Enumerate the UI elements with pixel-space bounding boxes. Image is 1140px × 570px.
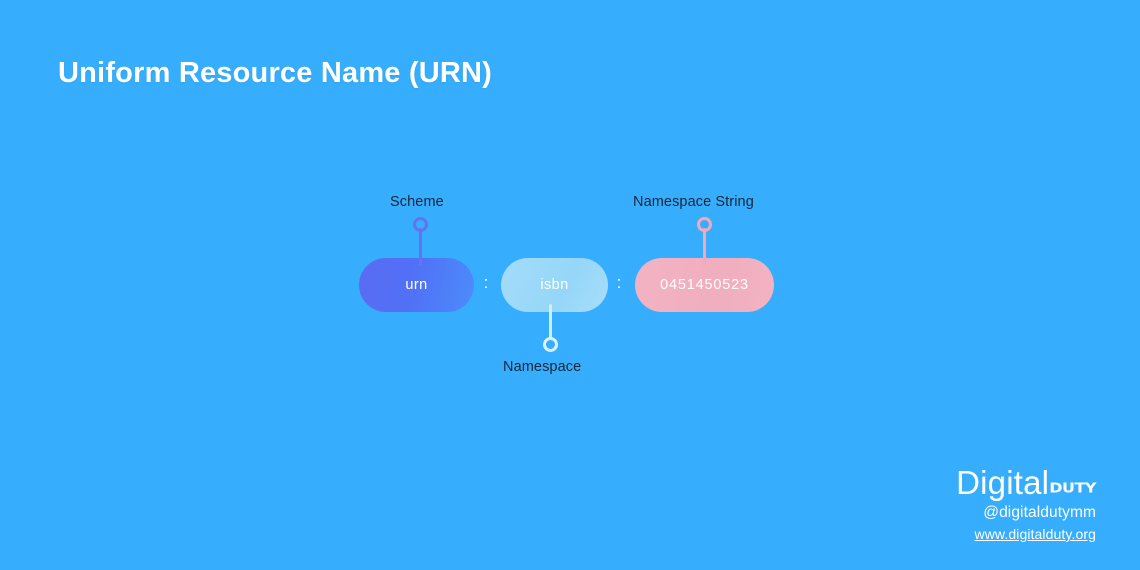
brand-social-handle: @digitaldutymm (983, 504, 1096, 522)
pill-scheme-value: urn (405, 276, 428, 293)
separator-colon-1: : (483, 273, 489, 292)
connector-namespace-string-ring-icon (697, 217, 712, 232)
label-namespace: Namespace (503, 359, 582, 375)
label-scheme: Scheme (390, 194, 444, 210)
brand-website-link[interactable]: www.digitalduty.org (974, 526, 1096, 542)
connector-scheme-line (419, 228, 422, 266)
pill-namespace[interactable]: isbn (501, 258, 608, 312)
pill-namespace-string[interactable]: 0451450523 (635, 258, 774, 312)
brand-logo-sub: DUTY (1049, 480, 1096, 497)
pill-namespace-string-value: 0451450523 (660, 276, 749, 293)
label-namespace-string: Namespace String (633, 194, 754, 210)
pill-namespace-value: isbn (540, 276, 569, 293)
brand-logo-main: Digital (956, 464, 1050, 502)
pill-scheme[interactable]: urn (359, 258, 474, 312)
connector-namespace-ring-icon (543, 337, 558, 352)
branding-watermark: Digital DUTY @digitaldutymm www.digitald… (956, 464, 1096, 544)
separator-colon-2: : (616, 273, 622, 292)
page-title: Uniform Resource Name (URN) (58, 57, 493, 89)
connector-namespace-string-line (703, 228, 706, 266)
brand-logo: Digital DUTY (956, 464, 1096, 502)
connector-namespace-line (549, 304, 552, 340)
connector-scheme-ring-icon (413, 217, 428, 232)
